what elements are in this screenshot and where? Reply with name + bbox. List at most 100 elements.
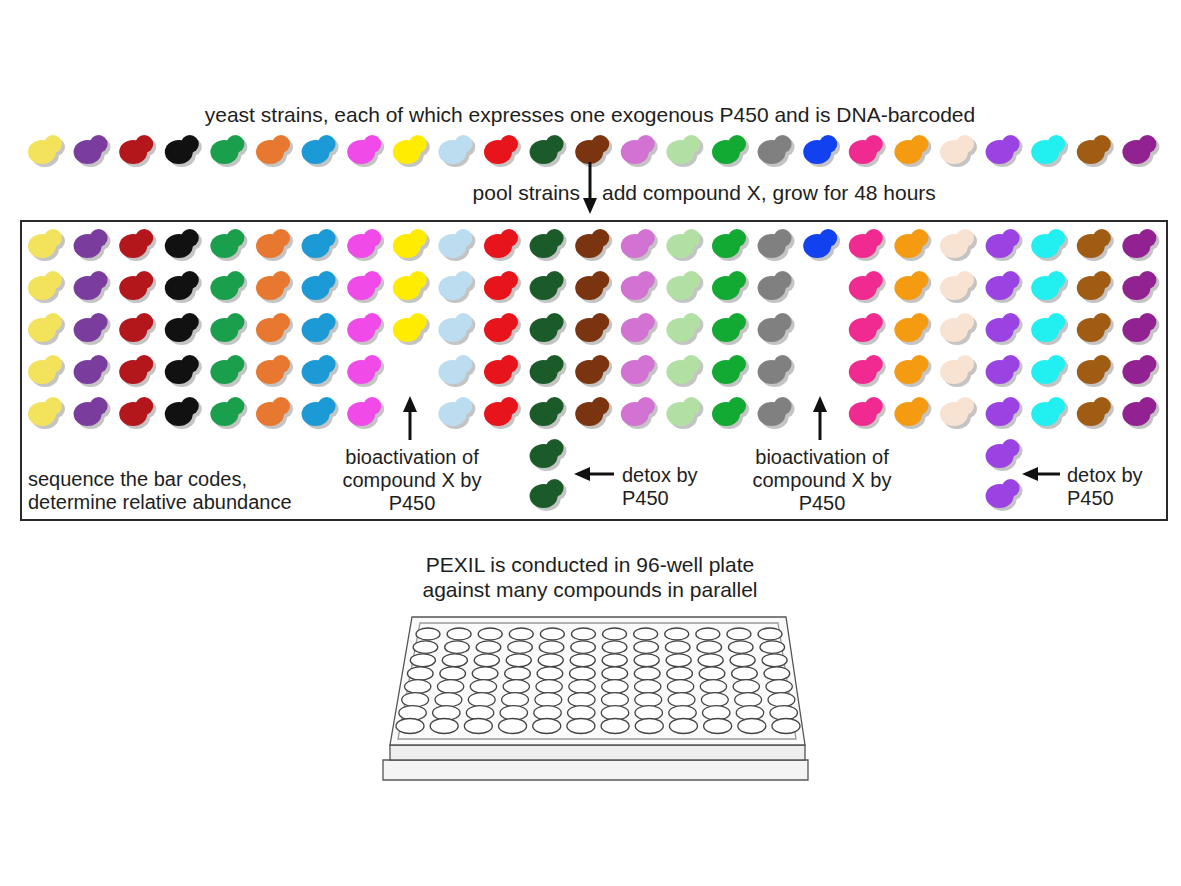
yeast-cell — [758, 355, 795, 387]
well — [413, 641, 438, 653]
well — [704, 719, 732, 734]
yeast-cell — [530, 271, 567, 303]
yeast-cell — [712, 397, 749, 429]
yeast-cell — [438, 355, 475, 387]
cell-body — [28, 234, 56, 258]
yeast-cell — [575, 229, 612, 261]
yeast-cells — [28, 135, 1159, 511]
cell-body — [393, 234, 421, 258]
wells — [396, 628, 800, 734]
yeast-cell — [530, 229, 567, 261]
well — [666, 654, 691, 667]
yeast-cell — [256, 135, 293, 167]
yeast-cell — [621, 271, 658, 303]
well — [472, 667, 498, 680]
yeast-cell — [165, 313, 202, 345]
yeast-cell — [210, 313, 247, 345]
cell-body — [302, 276, 330, 300]
yeast-cell — [347, 355, 384, 387]
well — [407, 667, 433, 680]
well — [478, 628, 502, 640]
cell-body — [28, 402, 56, 426]
yeast-cell — [302, 355, 339, 387]
yeast-cell — [347, 135, 384, 167]
cell-body — [530, 318, 558, 342]
well — [470, 680, 496, 694]
pool-arrow — [589, 162, 592, 206]
cell-body — [530, 140, 558, 164]
cell-body — [165, 234, 193, 258]
well — [442, 654, 467, 667]
cell-body — [256, 318, 284, 342]
well — [602, 693, 629, 707]
cell-body — [575, 318, 603, 342]
cell-body — [758, 276, 786, 300]
yeast-cell — [74, 355, 111, 387]
yeast-cell — [666, 313, 703, 345]
cell-body — [986, 360, 1014, 384]
yeast-cell — [347, 229, 384, 261]
cell-body — [119, 276, 147, 300]
yeast-cell — [210, 135, 247, 167]
cell-body — [894, 140, 922, 164]
cell-body — [803, 234, 831, 258]
yeast-cell — [165, 397, 202, 429]
well — [569, 680, 595, 694]
yeast-cell — [1031, 271, 1068, 303]
cell-body — [256, 140, 284, 164]
cell-body — [347, 140, 375, 164]
yeast-cell — [484, 271, 521, 303]
cell-body — [210, 234, 238, 258]
yeast-cell — [438, 397, 475, 429]
cell-body — [666, 318, 694, 342]
well — [540, 628, 564, 640]
cell-body — [940, 234, 968, 258]
yeast-cell — [894, 313, 931, 345]
yeast-cell — [575, 397, 612, 429]
well — [437, 680, 463, 694]
cell-body — [119, 360, 147, 384]
well — [499, 719, 527, 734]
cell-body — [621, 234, 649, 258]
label: yeast strains, each of which expresses o… — [140, 103, 1040, 126]
yeast-cell — [575, 355, 612, 387]
yeast-cell — [74, 135, 111, 167]
cell-body — [803, 140, 831, 164]
plate-rim — [398, 623, 796, 739]
yeast-cell — [849, 397, 886, 429]
yeast-cell — [894, 397, 931, 429]
yeast-cell — [1122, 313, 1159, 345]
detox-arrow — [582, 473, 614, 476]
cell-body — [758, 360, 786, 384]
yeast-cell — [666, 355, 703, 387]
well — [503, 680, 529, 694]
well — [668, 693, 695, 707]
well — [571, 641, 596, 653]
yeast-cell — [438, 271, 475, 303]
cell-body — [165, 318, 193, 342]
cell-body — [1077, 234, 1105, 258]
cell-body — [530, 276, 558, 300]
yeast-cell — [1077, 135, 1114, 167]
cell-body — [1077, 276, 1105, 300]
cell-body — [165, 402, 193, 426]
cell-body — [74, 276, 102, 300]
yeast-cell — [165, 271, 202, 303]
yeast-cell — [666, 135, 703, 167]
yeast-cell — [986, 135, 1023, 167]
yeast-cell — [530, 397, 567, 429]
cell-body — [438, 234, 466, 258]
yeast-cell — [712, 355, 749, 387]
yeast-cell — [74, 313, 111, 345]
yeast-cell — [849, 135, 886, 167]
well — [508, 641, 533, 653]
yeast-cell — [712, 313, 749, 345]
cell-body — [849, 360, 877, 384]
cell-body — [1122, 140, 1150, 164]
yeast-cell — [1122, 135, 1159, 167]
well — [634, 628, 658, 640]
yeast-cell — [210, 229, 247, 261]
well — [762, 654, 787, 667]
yeast-cell — [165, 229, 202, 261]
well — [435, 693, 462, 707]
